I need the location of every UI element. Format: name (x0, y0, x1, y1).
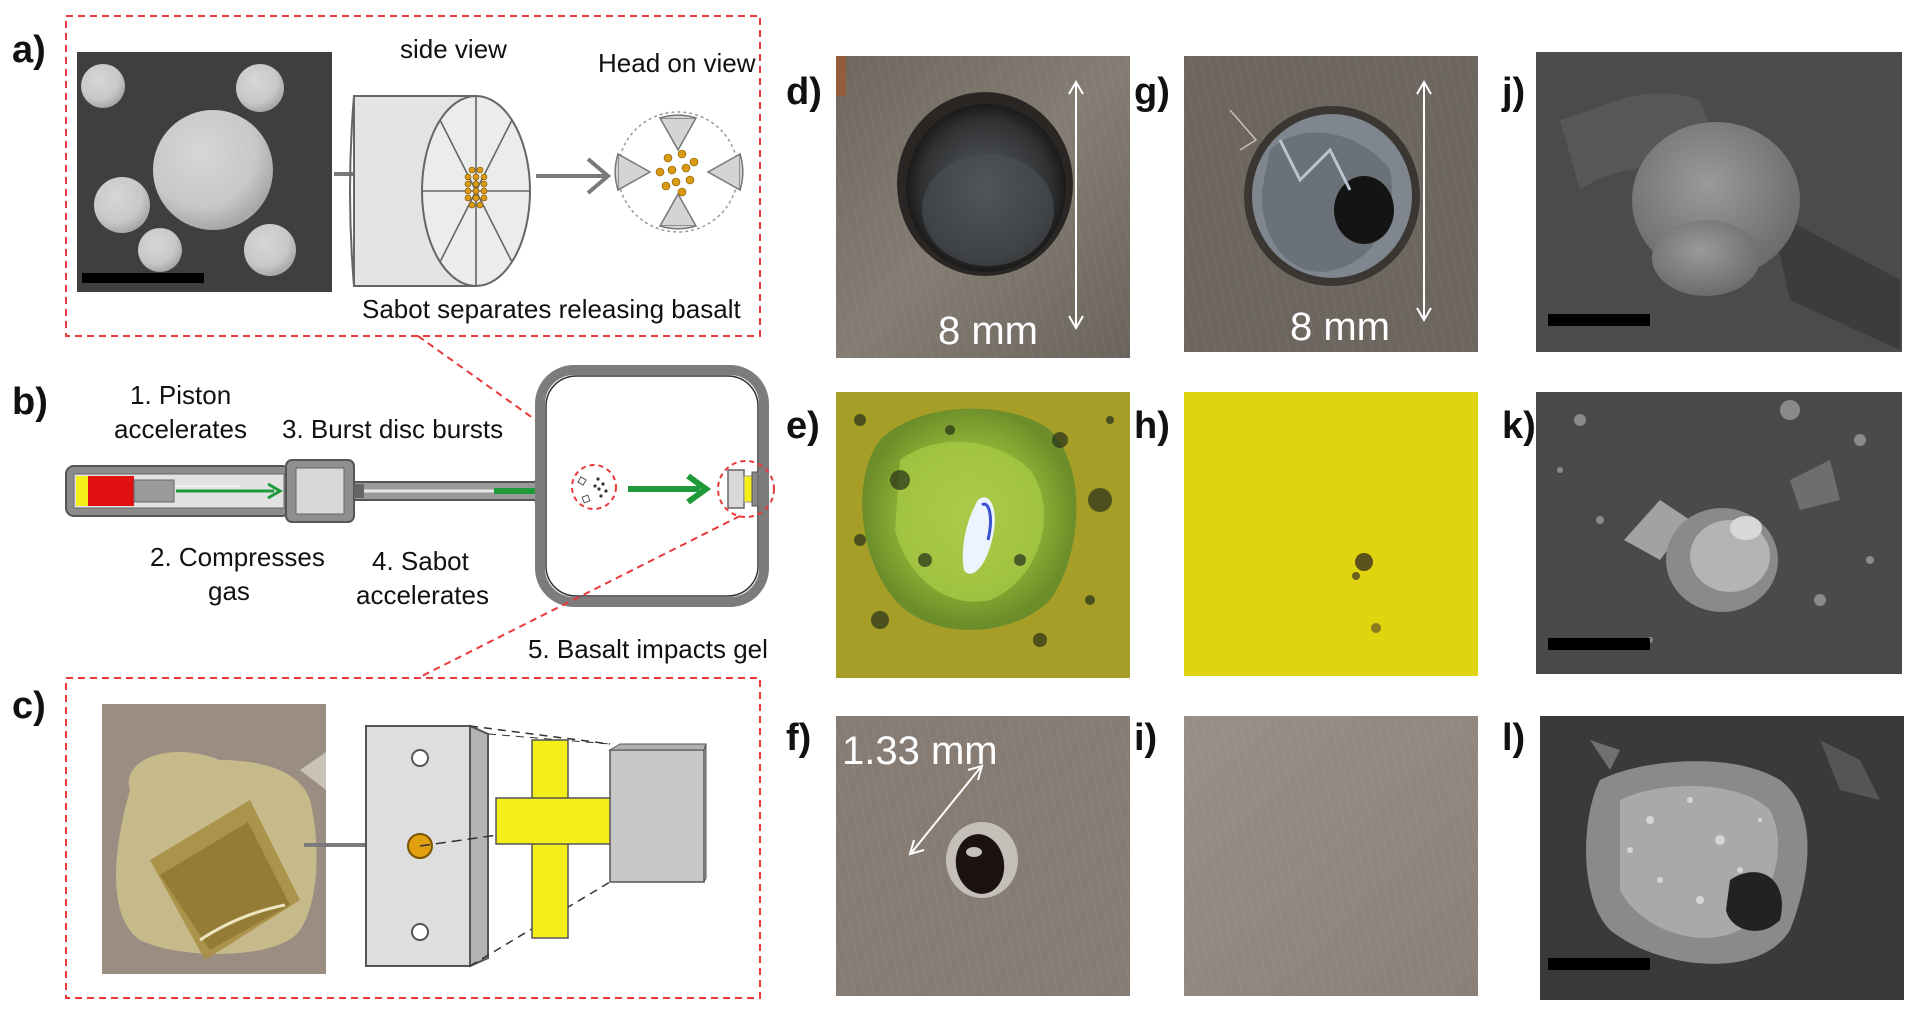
g-measure-label: 8 mm (1290, 305, 1390, 349)
gas-gun-diagram: 1. Piston accelerates 3. Burst disc burs… (66, 370, 774, 610)
step4-line2: accelerates (356, 580, 489, 610)
panel-letter-f: f) (786, 717, 811, 759)
panel-a-caption: Sabot separates releasing basalt (362, 294, 741, 324)
yellow-piston-end (76, 476, 88, 506)
panel-letter-k: k) (1502, 405, 1536, 447)
sem-k-fragment (1536, 392, 1902, 674)
photo-i-metal-surface (1184, 716, 1478, 996)
sem-l-rough-particle (1540, 716, 1904, 1000)
red-piston (88, 476, 134, 506)
scale-bar (1548, 958, 1650, 970)
panel-letter-e: e) (786, 405, 820, 447)
step3-label: 3. Burst disc bursts (282, 414, 503, 444)
scale-bar (1548, 638, 1650, 650)
photo-e-impact-green (836, 392, 1130, 678)
yellow-cross-horizontal (496, 798, 618, 844)
panel-letter-g: g) (1134, 71, 1170, 113)
panel-letter-c: c) (12, 685, 46, 727)
panel-letter-a: a) (12, 29, 46, 71)
d-measure-label: 8 mm (938, 309, 1038, 353)
step4-line1: 4. Sabot (372, 546, 470, 576)
sem-spheres-image (77, 52, 332, 292)
side-view-label: side view (400, 34, 507, 64)
head-on-view-label: Head on view (598, 48, 756, 78)
step2-line2: gas (208, 576, 250, 606)
sem-j-sphere (1536, 52, 1902, 352)
step2-line1: 2. Compresses (150, 542, 325, 572)
photo-d-hole: 8 mm (836, 56, 1130, 358)
panel-letter-i: i) (1134, 717, 1157, 759)
photo-f-small-crater: 1.33 mm (836, 716, 1130, 996)
scale-bar (1548, 314, 1650, 326)
step1-line2: accelerates (114, 414, 247, 444)
f-measure-label: 1.33 mm (842, 729, 998, 773)
sabot-head-on-view: Head on view (598, 48, 756, 232)
gel-sample-photo (102, 704, 326, 974)
photo-g-filled-hole: 8 mm (1184, 56, 1478, 352)
target-holder-diagram (366, 726, 706, 966)
scale-bar (82, 273, 204, 283)
step5-label: 5. Basalt impacts gel (528, 634, 768, 664)
panel-letter-b: b) (12, 381, 48, 423)
photo-h-yellow-gel (1184, 392, 1478, 676)
panel-letter-h: h) (1134, 405, 1170, 447)
back-plate (610, 750, 704, 882)
step1-line1: 1. Piston (130, 380, 231, 410)
panel-letter-l: l) (1502, 717, 1525, 759)
panel-letter-d: d) (786, 71, 822, 113)
panel-letter-j: j) (1501, 71, 1525, 113)
sabot-side-view: side view (345, 34, 530, 286)
